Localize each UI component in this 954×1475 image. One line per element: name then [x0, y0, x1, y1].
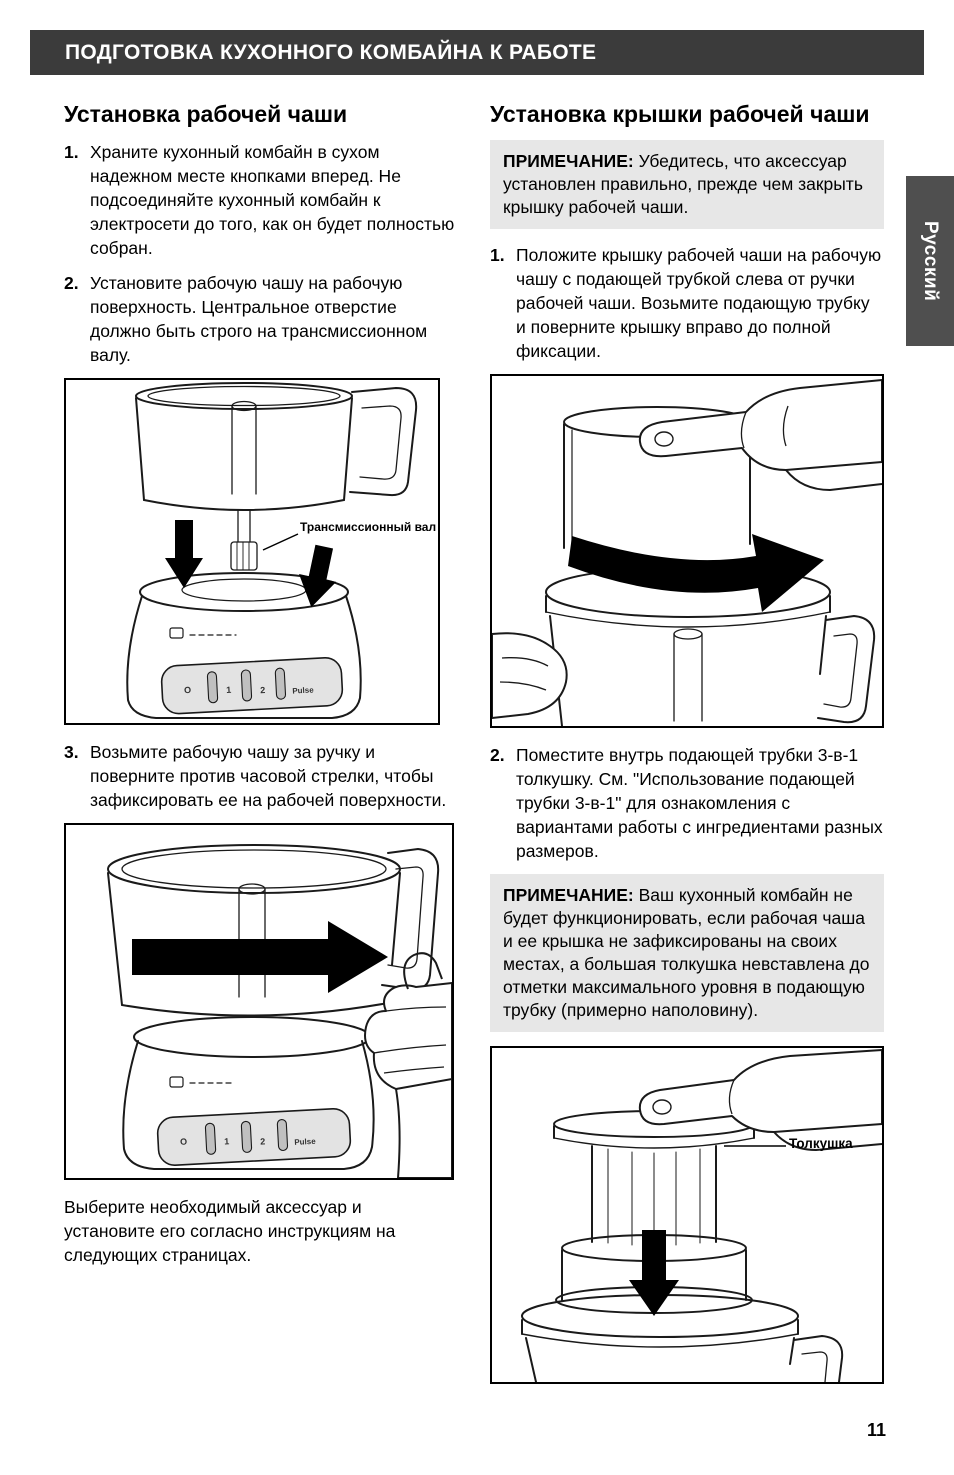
step-number: 1. [64, 142, 79, 163]
note-label: ПРИМЕЧАНИЕ: [503, 151, 634, 172]
down-arrow-left [165, 520, 203, 589]
page-number: 11 [866, 1420, 886, 1440]
figure-bowl-on-base: O 1 2 Pulse Трансмиссионный вал [64, 378, 440, 726]
step-text: Положите крышку рабочей чаши на рабочую … [516, 245, 882, 362]
note-box-1: ПРИМЕЧАНИЕ: Убедитесь, что аксессуар уст… [490, 140, 884, 230]
step-text: Возьмите рабочую чашу за ручку и поверни… [90, 742, 447, 811]
lock-bowl-illustration: O 1 2 Pulse [107, 844, 452, 1179]
note-box-2: ПРИМЕЧАНИЕ: Ваш кухонный комбайн не буде… [490, 874, 884, 1033]
pusher-insert-illustration [521, 1049, 882, 1383]
rotate-arrow [568, 534, 824, 613]
bowl-on-base-illustration: O 1 2 Pulse [126, 382, 418, 720]
step-text: Поместите внутрь подающей трубки 3-в-1 т… [516, 745, 883, 862]
left-step-1: 1. Храните кухонный комбайн в сухом наде… [64, 140, 456, 260]
step-number: 1. [490, 245, 505, 266]
down-arrow [629, 1230, 679, 1317]
language-tab: Русский [906, 176, 954, 346]
rotate-arrow [132, 921, 388, 994]
hand-on-bowl [492, 632, 568, 720]
hand-on-pusher [638, 1049, 882, 1152]
left-step-2: 2. Установите рабочую чашу на рабочую по… [64, 271, 456, 367]
callout-drive-shaft: Трансмиссионный вал [300, 520, 437, 535]
lid-rotate-illustration [492, 379, 882, 727]
control-label-2: 2 [260, 1136, 266, 1146]
note-label: ПРИМЕЧАНИЕ: [503, 885, 634, 906]
step-text: Храните кухонный комбайн в сухом надежно… [90, 142, 455, 259]
right-step-2: 2. Поместите внутрь подающей трубки 3-в-… [490, 743, 884, 863]
step-number: 2. [64, 273, 79, 294]
right-step-1: 1. Положите крышку рабочей чаши на рабоч… [490, 243, 884, 363]
hand-on-feed-tube [638, 379, 882, 492]
language-tab-label: Русский [920, 220, 941, 302]
callout-line [262, 533, 299, 551]
right-column: Установка крышки рабочей чаши ПРИМЕЧАНИЕ… [490, 100, 884, 1399]
section-header-bar: ПОДГОТОВКА КУХОННОГО КОМБАЙНА К РАБОТЕ [30, 30, 924, 75]
down-arrow-right [298, 544, 337, 608]
step-number: 2. [490, 745, 505, 766]
callout-pusher: Толкушка [789, 1136, 853, 1152]
control-label-off: O [184, 685, 192, 695]
note-text: Ваш кухонный комбайн не будет функционир… [503, 885, 870, 1021]
step-text: Установите рабочую чашу на рабочую повер… [90, 273, 428, 366]
left-heading: Установка рабочей чаши [64, 101, 348, 127]
hand-on-handle [364, 952, 452, 1179]
left-step-3: 3. Возьмите рабочую чашу за ручку и пове… [64, 740, 456, 812]
left-closing-paragraph: Выберите необходимый аксессуар и установ… [64, 1197, 396, 1266]
figure-lock-bowl: O 1 2 Pulse [64, 823, 454, 1181]
control-label-1: 1 [226, 685, 232, 695]
control-label-1: 1 [224, 1136, 230, 1146]
control-label-pulse: Pulse [292, 685, 314, 695]
control-label-2: 2 [260, 685, 266, 695]
right-heading: Установка крышки рабочей чаши [490, 101, 870, 127]
control-label-off: O [180, 1137, 188, 1147]
step-number: 3. [64, 742, 79, 763]
note-text: Убедитесь, что аксессуар установлен прав… [503, 151, 863, 218]
left-column: Установка рабочей чаши 1. Храните кухонн… [64, 100, 456, 1267]
figure-pusher-insert: Толкушка [490, 1046, 884, 1385]
control-label-pulse: Pulse [294, 1137, 316, 1147]
figure-lid-rotate [490, 374, 884, 729]
section-title: ПОДГОТОВКА КУХОННОГО КОМБАЙНА К РАБОТЕ [65, 40, 597, 64]
